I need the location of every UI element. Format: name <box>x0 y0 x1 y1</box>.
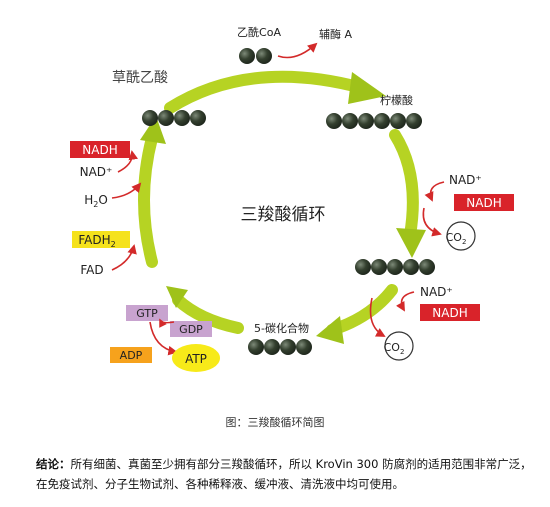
nadh-2: NADH <box>432 306 467 320</box>
nadh-box-3 <box>70 141 130 158</box>
five-carbon-beads <box>248 339 312 355</box>
citric-acid-label: 柠檬酸 <box>380 93 413 107</box>
cycle-arrows <box>138 70 426 344</box>
atp-ellipse <box>172 344 220 372</box>
adp-label: ADP <box>120 349 143 362</box>
nad-2-arrow <box>396 291 415 312</box>
fad-label: FAD <box>80 263 103 277</box>
acetyl-coa-label: 乙酰CoA <box>237 25 281 39</box>
arc-left-head <box>140 116 166 144</box>
nad-plus-1: NAD⁺ <box>449 173 482 187</box>
arc-left <box>138 132 158 268</box>
oxaloacetate-label: 草酰乙酸 <box>112 70 168 86</box>
nad-3-arrow <box>117 150 138 173</box>
nadh-1: NADH <box>466 196 501 210</box>
nadh-box-2 <box>420 304 480 321</box>
arc-right-head <box>396 228 426 258</box>
nadh-box-1 <box>454 194 514 211</box>
nad-plus-2: NAD⁺ <box>420 285 453 299</box>
co2-2: CO2 <box>384 341 405 356</box>
gdp-box <box>170 321 212 337</box>
arc-right <box>389 129 419 241</box>
h2o-label: H2O <box>84 193 108 209</box>
center-title: 三羧酸循环 <box>241 205 326 225</box>
co2-circle-2 <box>384 331 414 361</box>
co2-circle-1 <box>446 221 476 251</box>
coa-release-arrow <box>277 42 318 59</box>
arc-top <box>164 70 368 114</box>
gdp-to-gtp-arrow <box>159 318 175 328</box>
gtp-box <box>126 305 168 321</box>
fadh2-box <box>72 231 130 248</box>
arc-bottom-head <box>166 286 188 308</box>
adp-box <box>110 347 152 363</box>
coenzyme-a-label: 辅酶 A <box>319 27 352 41</box>
gdp-label: GDP <box>179 323 203 336</box>
conclusion-text: 所有细菌、真菌至少拥有部分三羧酸循环，所以 KroVin 300 防腐剂的适用范… <box>36 457 532 491</box>
atp-label: ATP <box>185 352 207 366</box>
conclusion-lead: 结论： <box>36 457 71 471</box>
co2-2-arrow <box>369 297 386 337</box>
arc-right-lower-head <box>316 316 344 344</box>
tca-cycle-diagram: 三羧酸循环 乙酰CoA 辅酶 A 柠檬酸 草酰乙酸 NAD⁺ NADH CO2 <box>70 25 514 372</box>
arc-top-head <box>348 72 386 104</box>
gtp-label: GTP <box>136 307 158 320</box>
conclusion-paragraph: 结论：所有细菌、真菌至少拥有部分三羧酸循环，所以 KroVin 300 防腐剂的… <box>36 454 542 494</box>
fadh2-label: FADH2 <box>78 233 115 249</box>
co2-1-arrow <box>422 207 442 237</box>
acetyl-coa-beads <box>239 48 272 64</box>
nad-plus-3: NAD⁺ <box>80 165 113 179</box>
co2-1: CO2 <box>446 231 467 246</box>
oxaloacetate-beads <box>142 110 206 126</box>
gtp-to-atp-arrow <box>149 321 178 356</box>
h2o-arrow <box>111 182 142 199</box>
citric-acid-beads <box>326 113 422 129</box>
five-carbon-label: 5-碳化合物 <box>254 321 309 335</box>
fad-arrow <box>111 244 137 271</box>
nad-1-arrow <box>424 181 445 202</box>
five-bead-chain <box>355 259 435 275</box>
nadh-3: NADH <box>82 143 117 157</box>
figure-caption: 图：三羧酸循环简图 <box>225 416 325 429</box>
arc-bottom <box>172 294 244 334</box>
